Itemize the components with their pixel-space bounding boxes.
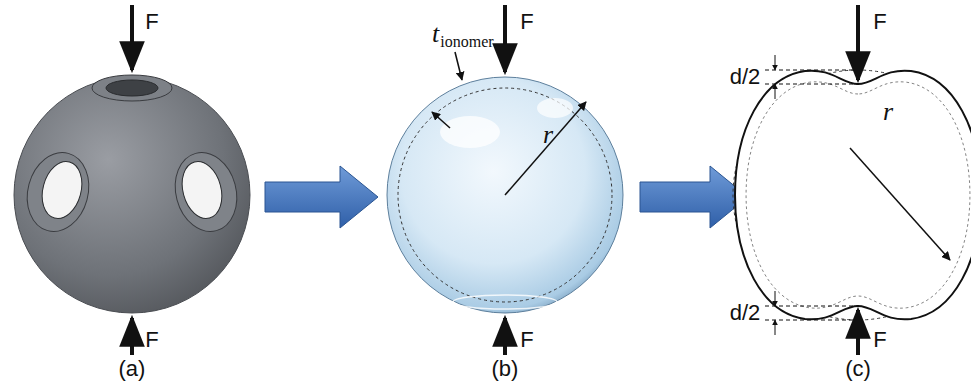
force-label: F [520,329,533,351]
force-label: F [145,11,158,33]
deformed-sphere [733,70,971,320]
porous-sphere [14,75,250,313]
force-label: F [873,11,886,33]
force-arrow [130,5,134,355]
force-label: F [145,329,158,351]
radius-arrow [505,102,586,195]
radius-arrow [850,148,950,260]
panel-label: (a) [119,358,146,380]
force-arrow [856,5,860,355]
panel-label: (b) [492,358,519,380]
dimension-label: d/2 [730,66,761,88]
ionomer-sphere [387,77,623,313]
dimension-label: d/2 [730,302,761,324]
thickness-label: t [432,21,439,47]
panel-label: (c) [845,358,871,380]
thickness-label: ionomer [440,34,493,50]
force-label: F [873,329,886,351]
radius-label: r [883,99,893,125]
radius-label: r [543,122,553,148]
dimension-lines [765,55,858,335]
thickness-arrow [432,52,462,128]
force-arrow [503,5,507,355]
force-label: F [520,11,533,33]
